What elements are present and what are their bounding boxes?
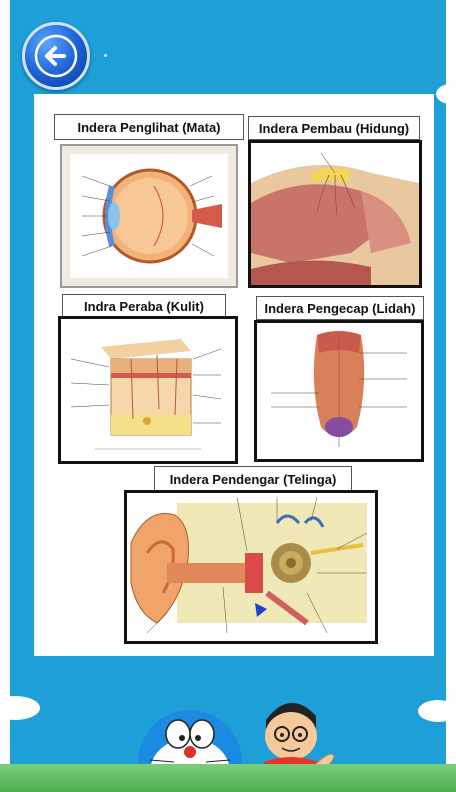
left-border [0,0,10,792]
eye-image [60,144,238,288]
tongue-image [254,320,424,462]
decor-dot [104,54,107,57]
back-button[interactable] [22,22,90,90]
arrow-left-icon [34,34,78,78]
right-border [446,0,456,792]
ear-image [124,490,378,644]
ground-decor [0,764,456,792]
skin-title: Indra Peraba (Kulit) [62,294,226,318]
nose-title: Indera Pembau (Hidung) [248,116,420,140]
content-card: Indera Penglihat (Mata) Indera Pembau (H… [34,94,434,656]
ear-title: Indera Pendengar (Telinga) [154,466,352,492]
cloud [0,696,40,720]
tongue-title: Indera Pengecap (Lidah) [256,296,424,320]
nose-image [248,140,422,288]
skin-image [58,316,238,464]
cloud [436,84,456,104]
cloud [418,700,456,722]
eye-title: Indera Penglihat (Mata) [54,114,244,140]
